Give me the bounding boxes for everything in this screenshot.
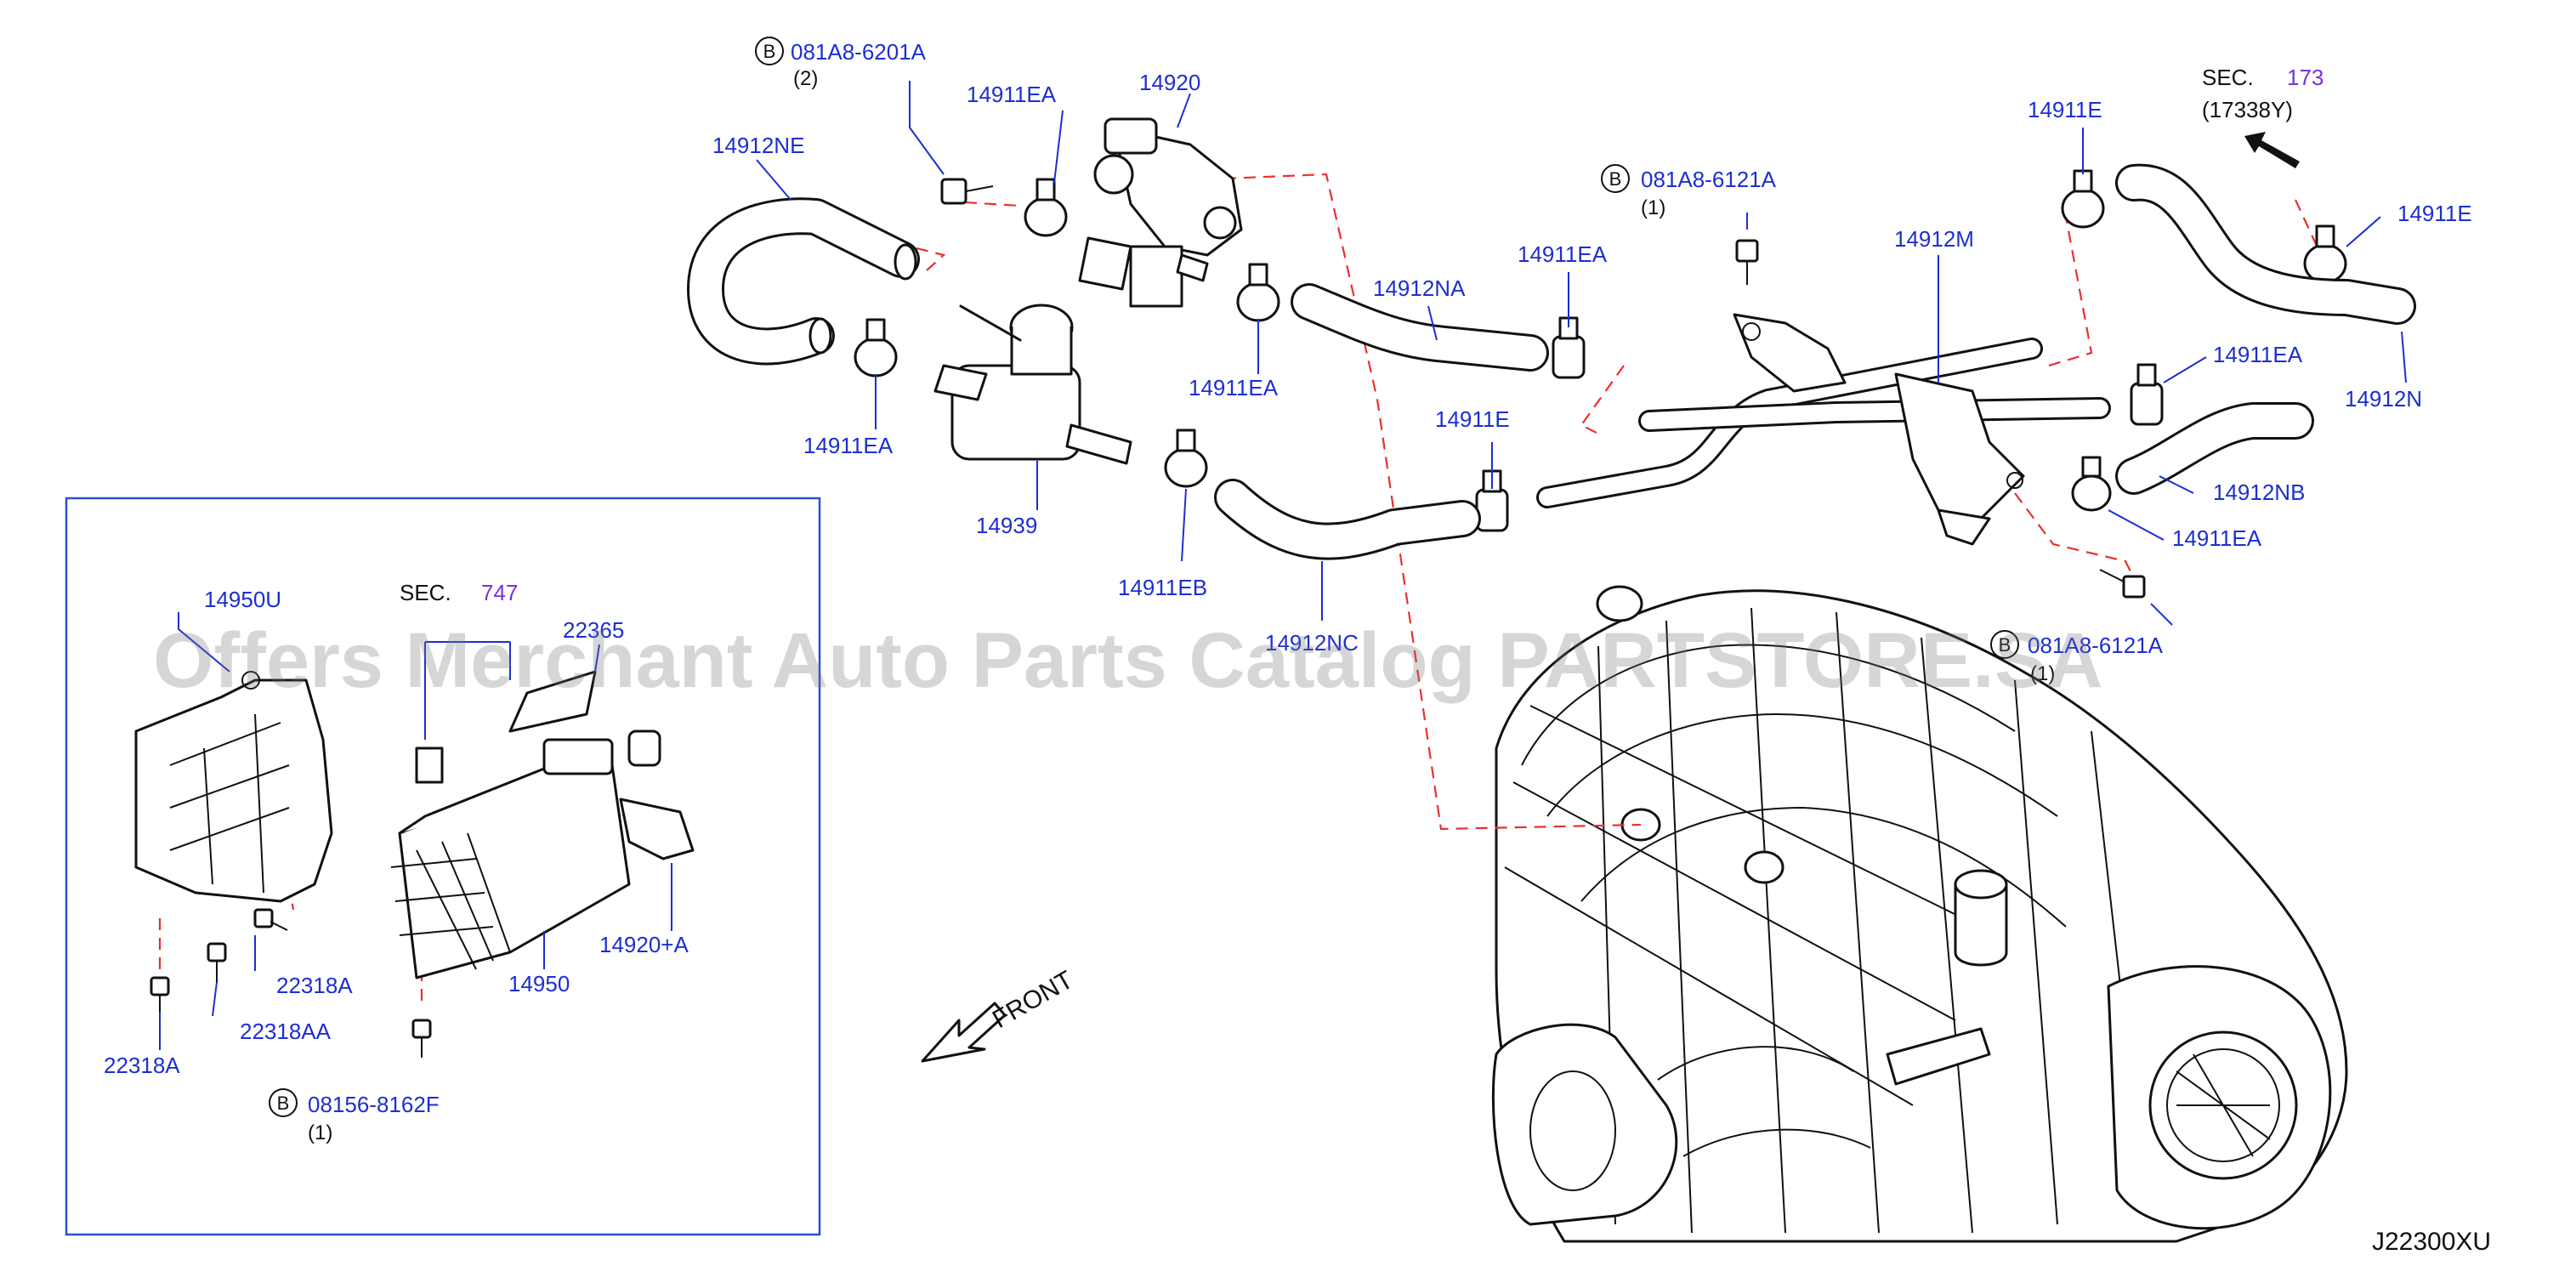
label-14912NE: 14912NE (712, 133, 804, 158)
hose-14912NC (1214, 479, 1481, 560)
label-14911EA-c: 14911EA (1189, 375, 1279, 400)
valve-14920A (619, 730, 695, 860)
intake-manifold-illustration (1491, 585, 2348, 1243)
label-14911EA-e: 14911EA (2213, 342, 2303, 367)
front-arrow-icon (921, 1002, 1007, 1063)
label-14912NC: 14912NC (1265, 630, 1359, 656)
canister-inset-frame (65, 497, 821, 1236)
section-ref-747: SEC. 747 (400, 580, 518, 605)
bolt-ref-b2: B 081A8-6121A (1) (1601, 164, 1777, 219)
label-14911EA-a: 14911EA (967, 82, 1057, 107)
label-14912NA: 14912NA (1373, 275, 1466, 301)
bolt-badge-letter: B (1609, 168, 1622, 190)
label-22365: 22365 (563, 617, 624, 643)
label-14911E-c: 14911E (2397, 201, 2472, 226)
canister-14950 (390, 738, 631, 979)
bolt-icons (940, 178, 2146, 599)
label-14911EA-b: 14911EA (803, 433, 894, 458)
bolt-part-number: 08156-8162F (308, 1092, 440, 1117)
valve-14920 (1078, 117, 1243, 308)
label-14911EA-d: 14911EA (1518, 241, 1608, 267)
bolt-ref-b1: B 081A8-6201A (2) (755, 37, 927, 90)
label-14912N: 14912N (2345, 386, 2422, 412)
label-14911E-b: 14911E (2028, 97, 2102, 122)
bolt-part-number: 081A8-6201A (791, 39, 927, 65)
section-label: SEC. (2202, 65, 2254, 90)
hose-14912NB (2115, 402, 2314, 495)
bolt-badge-letter: B (277, 1093, 290, 1114)
label-14911EB: 14911EB (1118, 575, 1207, 600)
label-22318AA: 22318AA (240, 1019, 332, 1044)
bolt-part-number: 081A8-6121A (2028, 633, 2164, 658)
section-number: 747 (481, 580, 518, 605)
label-14912NB: 14912NB (2213, 480, 2305, 505)
sec-173-arrow-icon (2244, 132, 2300, 168)
label-14920: 14920 (1139, 70, 1200, 95)
hose-14912NA (1291, 283, 1549, 372)
bolt-ref-b4: B 08156-8162F (1) (269, 1088, 440, 1144)
bolt-part-number: 081A8-6121A (1641, 167, 1777, 192)
section-sub-number: (17338Y) (2202, 97, 2293, 122)
bracket-14950U (134, 671, 333, 903)
label-14912M: 14912M (1894, 226, 1974, 252)
label-14939: 14939 (976, 513, 1037, 538)
label-14911EA-f: 14911EA (2172, 525, 2262, 551)
bolt-ref-b3: B 081A8-6121A (1) (1990, 630, 2164, 685)
inset-bolt-icons (150, 908, 432, 1058)
bolt-quantity: (2) (793, 67, 818, 90)
label-22318A-a: 22318A (276, 973, 353, 998)
section-label: SEC. (400, 580, 451, 605)
leader-lines (159, 81, 2407, 1050)
label-14950U: 14950U (204, 587, 281, 612)
bolt-quantity: (1) (1641, 196, 1665, 219)
bolt-badge-letter: B (1999, 634, 2011, 656)
label-22318A-b: 22318A (104, 1053, 180, 1078)
section-number: 173 (2287, 65, 2324, 90)
pipe-14912M (1536, 313, 2111, 546)
label-14911E-a: 14911E (1435, 406, 1510, 432)
diagram-reference-code: J22300XU (2372, 1228, 2491, 1256)
bolt-quantity: (1) (308, 1121, 332, 1144)
hose-14912N (2115, 163, 2416, 325)
bolt-quantity: (1) (2030, 662, 2055, 685)
bolt-badge-letter: B (763, 41, 776, 62)
clamp-icons (854, 169, 2347, 532)
valve-14939 (933, 304, 1132, 465)
label-14950: 14950 (508, 971, 570, 996)
label-14920A: 14920+A (599, 932, 689, 957)
watermark-text: Offers Merchant Auto Parts Catalog PARTS… (153, 617, 2103, 704)
front-label: FRONT (988, 966, 1078, 1034)
bracket-22365 (415, 670, 597, 784)
hose-14912NE (687, 197, 920, 366)
section-ref-173: SEC. 173 (17338Y) (2202, 65, 2324, 122)
